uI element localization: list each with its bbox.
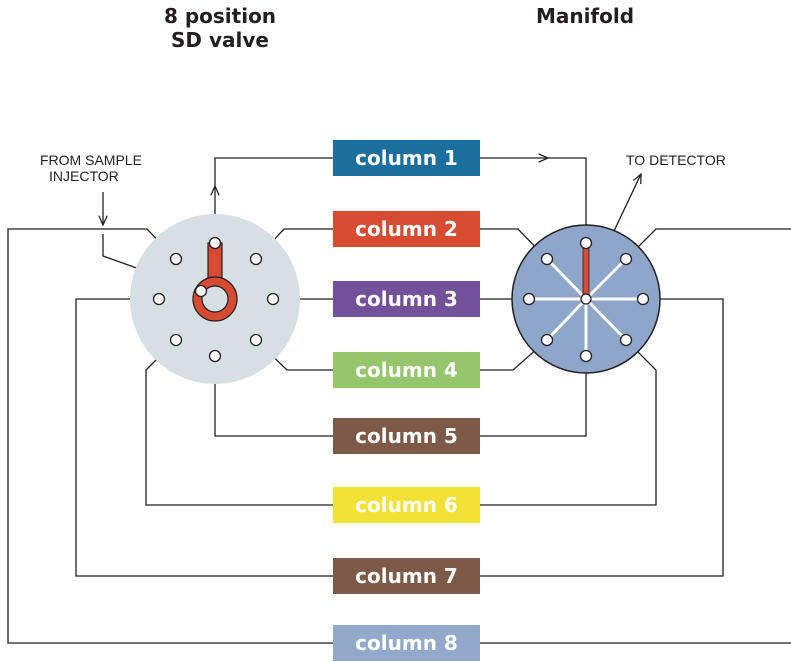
valve-port	[152, 292, 166, 306]
valve-port	[208, 236, 222, 250]
to-detector-label: TO DETECTOR	[626, 152, 726, 168]
manifold-port	[636, 292, 650, 306]
valve-port	[208, 349, 222, 363]
manifold-port	[579, 349, 593, 363]
valve-rotor-hole	[201, 285, 229, 313]
line-manifold-top-right	[625, 228, 791, 260]
line-column7-right	[480, 298, 724, 577]
manifold-title: Manifold	[535, 4, 635, 28]
valve-port	[249, 252, 263, 266]
manifold-spoke	[584, 297, 628, 342]
column-7-label: column 7	[355, 564, 458, 588]
manifold-spoke	[545, 257, 588, 301]
manifold-center-port	[580, 293, 592, 305]
column-1-box: column 1	[333, 140, 480, 176]
valve-port	[249, 333, 263, 347]
manifold-spoke	[545, 297, 588, 342]
manifold-active-channel	[582, 241, 590, 300]
from-label-line1: FROM SAMPLE	[40, 152, 142, 168]
manifold-port	[522, 292, 536, 306]
column-3-box: column 3	[333, 281, 480, 317]
column-7-box: column 7	[333, 558, 480, 594]
from-label-line2: INJECTOR	[49, 168, 119, 184]
column-1-label: column 1	[355, 146, 458, 170]
from-sample-injector-label: FROM SAMPLE INJECTOR	[40, 152, 200, 184]
column-5-box: column 5	[333, 418, 480, 454]
line-column1-left	[214, 157, 333, 186]
manifold-port	[619, 252, 633, 266]
valve-port	[266, 292, 280, 306]
column-8-label: column 8	[355, 631, 458, 655]
valve-inlet-port	[194, 284, 208, 298]
column-8-box: column 8	[333, 625, 480, 661]
line-column7-left	[75, 298, 333, 577]
column-2-box: column 2	[333, 211, 480, 247]
column-5-label: column 5	[355, 424, 458, 448]
manifold-port	[540, 333, 554, 347]
manifold-port	[579, 236, 593, 250]
valve-port	[169, 252, 183, 266]
line-column5-right	[480, 356, 587, 437]
manifold	[511, 224, 661, 374]
sd-valve	[130, 214, 300, 384]
manifold-port	[540, 252, 554, 266]
valve-port	[169, 333, 183, 347]
column-2-label: column 2	[355, 217, 458, 241]
valve-title-line2: SD valve	[171, 28, 269, 52]
column-6-box: column 6	[333, 487, 480, 523]
line-column6-right	[480, 339, 657, 506]
manifold-spoke	[584, 257, 628, 301]
manifold-port	[619, 333, 633, 347]
column-4-box: column 4	[333, 352, 480, 388]
column-3-label: column 3	[355, 287, 458, 311]
valve-title-line1: 8 position	[163, 4, 277, 28]
valve-title: 8 position SD valve	[120, 4, 320, 52]
column-4-label: column 4	[355, 358, 458, 382]
column-6-label: column 6	[355, 493, 458, 517]
